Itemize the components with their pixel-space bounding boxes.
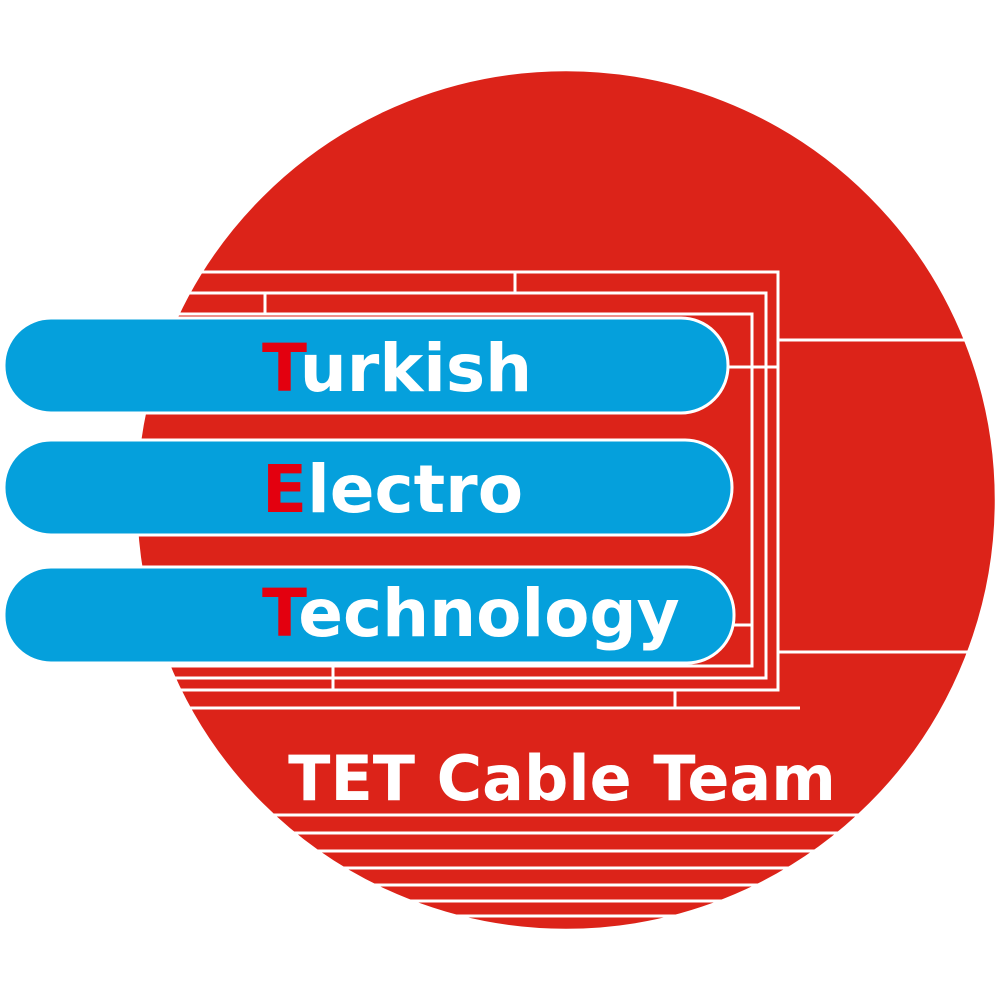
cable-bands xyxy=(2,316,736,665)
word-electro-rest: lectro xyxy=(307,451,523,528)
cable-band-2 xyxy=(2,438,734,537)
cable-band-3 xyxy=(2,565,736,665)
word-technology: Technology xyxy=(262,575,680,652)
word-electro-initial: E xyxy=(262,451,307,528)
word-turkish-initial: T xyxy=(262,330,307,407)
word-technology-rest: echnology xyxy=(298,575,679,652)
word-electro: Electro xyxy=(262,451,523,528)
word-turkish: Turkish xyxy=(262,330,532,407)
tagline: TET Cable Team xyxy=(288,742,836,815)
word-turkish-rest: urkish xyxy=(300,330,532,407)
cable-band-1 xyxy=(2,316,730,415)
